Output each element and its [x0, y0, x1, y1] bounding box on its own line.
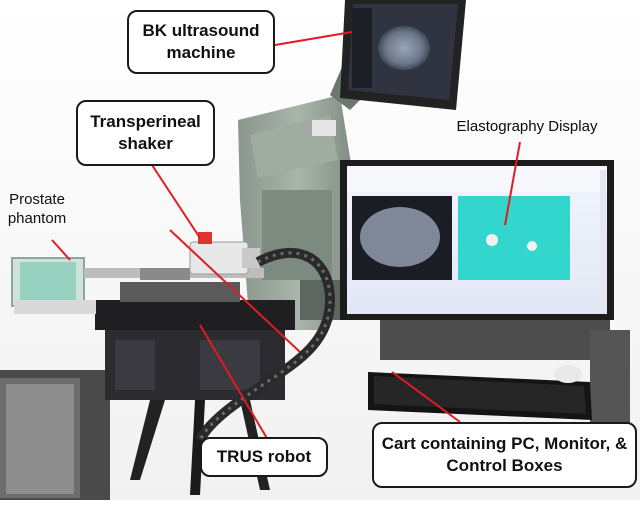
- elastography-panel: [458, 196, 570, 280]
- trus-robot-callout: TRUS robot: [200, 437, 328, 477]
- transperineal-shaker-callout: Transperineal shaker: [76, 100, 215, 166]
- prostate-phantom-label: Prostate phantom: [7, 191, 67, 227]
- bk-ultrasound-machine-callout: BK ultrasound machine: [127, 10, 275, 74]
- mouse: [554, 365, 582, 383]
- transperineal-shaker: [189, 232, 260, 275]
- robot-platform: [95, 300, 295, 330]
- prostate-phantom: [11, 257, 96, 314]
- cart-top: [380, 320, 610, 360]
- lab-setup-photo: [0, 0, 640, 500]
- cropped-caption-strip: [0, 500, 640, 526]
- cart-callout: Cart containing PC, Monitor, & Control B…: [372, 422, 637, 488]
- bk-ultrasound-monitor: [340, 0, 466, 110]
- pointer-lines: [51, 31, 521, 441]
- keyboard: [368, 372, 592, 420]
- elastography-display-label: Elastography Display: [456, 118, 598, 135]
